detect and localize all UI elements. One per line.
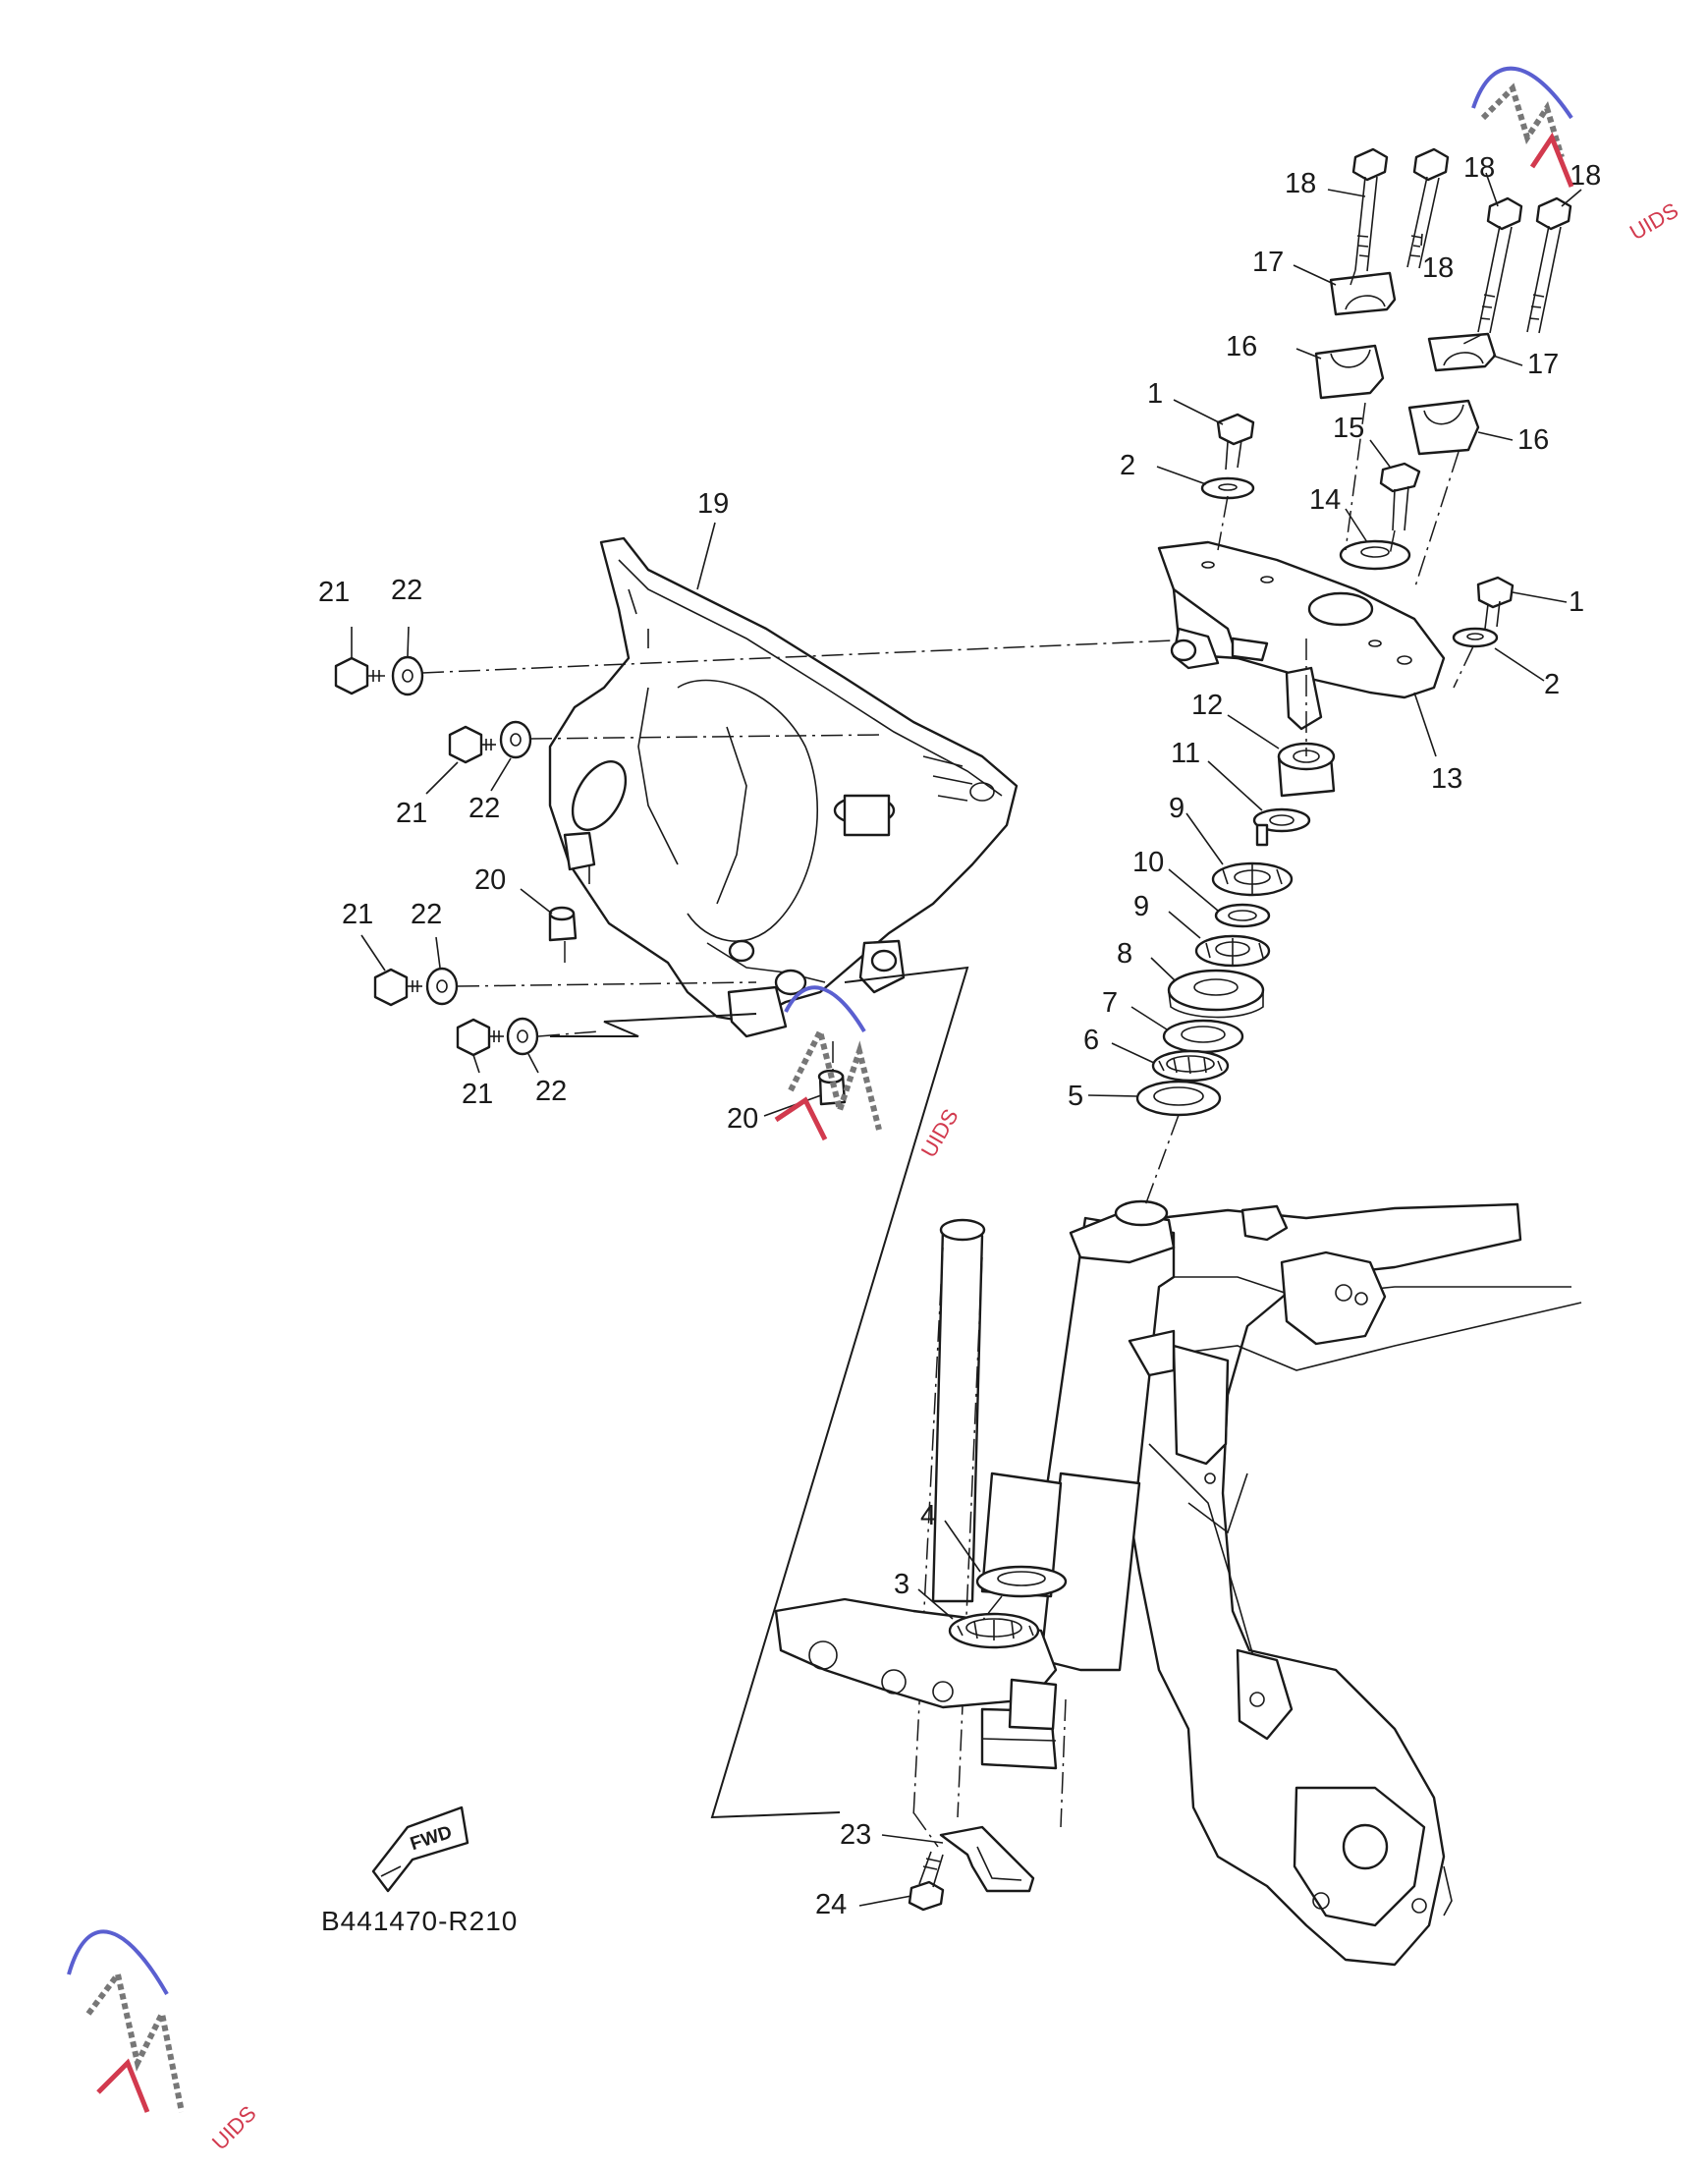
callout-23: 23 — [840, 1819, 871, 1851]
ball-bearing-3 — [948, 1612, 1040, 1649]
mount-screw-21a — [334, 656, 385, 695]
callout-15: 15 — [1333, 413, 1364, 444]
callout-22: 22 — [468, 793, 500, 824]
dust-seal-4 — [975, 1565, 1068, 1598]
callout-labels: 18 18 18 18 17 17 16 16 1 1 2 2 15 14 13… — [318, 152, 1601, 1920]
callout-5: 5 — [1068, 1081, 1083, 1112]
washer-22a — [391, 655, 424, 696]
leader-lines — [351, 172, 1582, 1907]
mount-outline — [710, 966, 969, 1819]
callout-16: 16 — [1226, 331, 1257, 362]
callout-17: 17 — [1527, 349, 1559, 380]
rubber-washer-10 — [1214, 903, 1271, 928]
callout-6: 6 — [1083, 1025, 1099, 1056]
handlebar-holder-upper-17a — [1329, 271, 1397, 316]
cover-8 — [1167, 969, 1265, 1019]
callout-18: 18 — [1422, 252, 1454, 284]
callout-19: 19 — [697, 488, 729, 520]
callout-2: 2 — [1120, 450, 1135, 481]
handlebar-holder-lower-16a — [1314, 344, 1385, 400]
callout-20: 20 — [727, 1103, 758, 1135]
headlight-cover — [548, 536, 1019, 1038]
lock-washer-11 — [1252, 807, 1311, 847]
bolt-15 — [1379, 462, 1421, 531]
damper-14 — [1339, 539, 1411, 571]
callout-8: 8 — [1117, 938, 1132, 970]
motorcycle-frame — [1118, 1202, 1582, 1967]
bolt-1a — [1216, 413, 1255, 471]
watermark-subtext: UIDS — [1625, 197, 1682, 245]
callout-4: 4 — [920, 1500, 936, 1531]
callout-18: 18 — [1285, 168, 1316, 199]
bolt-1b — [1476, 576, 1515, 630]
callout-11: 11 — [1171, 738, 1200, 769]
callout-10: 10 — [1132, 847, 1164, 878]
callout-24: 24 — [815, 1889, 847, 1920]
alignment-lines — [421, 269, 1484, 1848]
callout-1: 1 — [1147, 378, 1163, 410]
ring-nut-9b — [1194, 934, 1271, 968]
handlebar-holder-upper-17b — [1427, 332, 1497, 372]
fwd-direction-badge: FWD — [371, 1806, 469, 1893]
callout-18: 18 — [1463, 152, 1495, 184]
callout-9: 9 — [1133, 891, 1149, 922]
callout-7: 7 — [1102, 987, 1118, 1019]
washer-22d — [506, 1017, 539, 1056]
diagram-code: B441470-R210 — [321, 1906, 518, 1936]
bolt-18d — [1526, 196, 1572, 334]
zigzag-line — [550, 1013, 757, 1037]
callout-1: 1 — [1569, 586, 1584, 618]
callout-17: 17 — [1252, 247, 1284, 278]
watermark-subtext: UIDS — [207, 2101, 261, 2155]
bolt-18c — [1477, 196, 1523, 334]
callout-12: 12 — [1191, 690, 1223, 721]
bolt-18a — [1351, 147, 1389, 272]
washer-22c — [425, 967, 459, 1006]
bearing-race-7 — [1162, 1019, 1244, 1054]
callout-22: 22 — [411, 899, 442, 930]
callout-22: 22 — [391, 575, 422, 606]
callout-3: 3 — [894, 1569, 909, 1600]
callout-21: 21 — [318, 577, 350, 608]
callout-21: 21 — [342, 899, 373, 930]
callout-22: 22 — [535, 1076, 567, 1107]
callout-21: 21 — [396, 798, 427, 829]
front-fork-assembly — [774, 1199, 1176, 1828]
ball-bearing-6 — [1151, 1049, 1230, 1083]
washer-22b — [499, 720, 532, 759]
mount-screw-21c — [373, 968, 422, 1007]
watermark-logo-bottom: UIDS — [67, 1929, 261, 2155]
handlebar-holder-lower-16b — [1407, 399, 1480, 456]
washer-2a — [1200, 476, 1255, 500]
screw-24 — [908, 1851, 945, 1912]
bolt-18b — [1406, 147, 1450, 269]
callout-2: 2 — [1544, 669, 1560, 700]
callout-9: 9 — [1169, 793, 1185, 824]
upper-triple-clamp — [1157, 540, 1446, 731]
callout-18: 18 — [1570, 160, 1601, 192]
callout-21: 21 — [462, 1079, 493, 1110]
washer-2b — [1452, 627, 1499, 648]
callout-16: 16 — [1517, 424, 1549, 456]
callout-20: 20 — [474, 864, 506, 896]
mount-screw-21d — [456, 1018, 504, 1057]
callout-14: 14 — [1309, 484, 1341, 516]
bearing-race-5 — [1135, 1080, 1222, 1117]
collar-20a — [548, 906, 578, 942]
ring-nut-9a — [1211, 861, 1294, 897]
callout-13: 13 — [1431, 763, 1462, 795]
cable-guide-23 — [939, 1825, 1035, 1893]
mount-screw-21b — [448, 725, 496, 764]
